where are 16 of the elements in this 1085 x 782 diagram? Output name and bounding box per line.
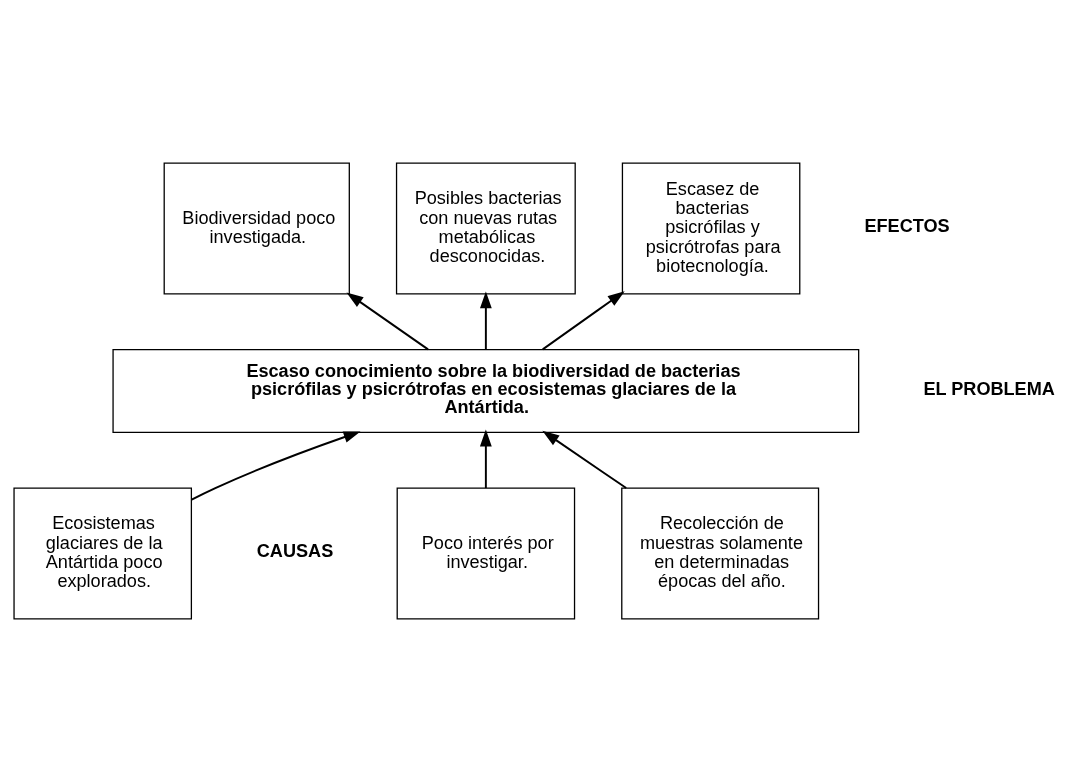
arrow	[346, 292, 430, 351]
arrow	[479, 291, 492, 351]
node-box: Poco interés por investigar.	[396, 487, 576, 620]
label: EL PROBLEMA	[923, 378, 1055, 399]
arrow	[541, 291, 625, 351]
arrow	[190, 431, 361, 501]
label: CAUSAS	[256, 540, 334, 561]
node-box: Posibles bacterias con nuevas rutas metabólicas desconocidas.	[395, 162, 576, 295]
node-box: Escasez de bacterias psicrófilas y psicrótrofas para biotecnología.	[621, 162, 801, 295]
node-box: Ecosistemas glaciares de la Antártida poco explorados.	[13, 487, 193, 620]
node-box: Recolección de muestras solamente en determinadas épocas del año.	[621, 487, 820, 620]
arrow	[479, 429, 492, 490]
label: EFECTOS	[864, 216, 950, 237]
node-box: Escaso conocimiento sobre la biodiversidad de bacterias psicrófilas y psicrótrofas en ecosistemas glaciares de la Antártida.	[112, 348, 860, 434]
node-box: Biodiversidad poco investigada.	[163, 162, 350, 295]
arrow	[542, 430, 628, 490]
